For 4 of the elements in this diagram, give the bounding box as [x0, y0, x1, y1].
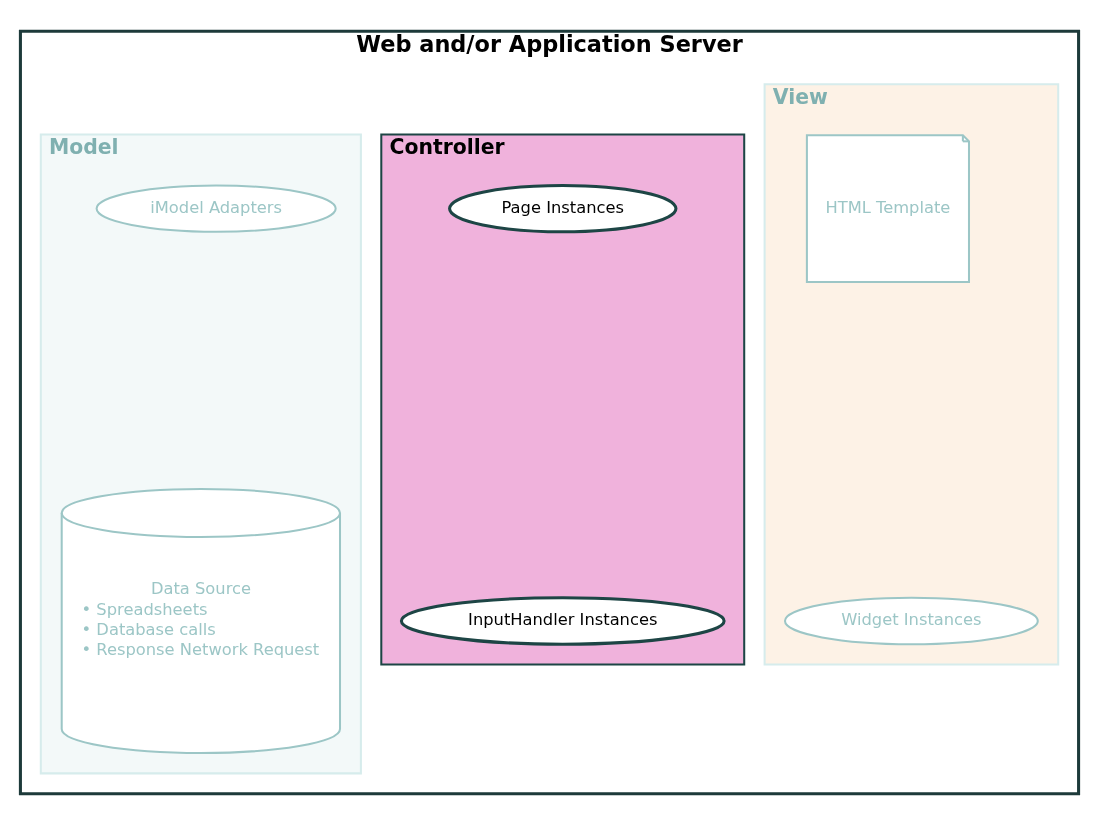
- node-ellipse: InputHandler Instances: [399, 596, 726, 646]
- node-ellipse: Page Instances: [448, 183, 678, 234]
- node-ellipse: Widget Instances: [784, 596, 1039, 646]
- node-ellipse: iModel Adapters: [95, 184, 337, 233]
